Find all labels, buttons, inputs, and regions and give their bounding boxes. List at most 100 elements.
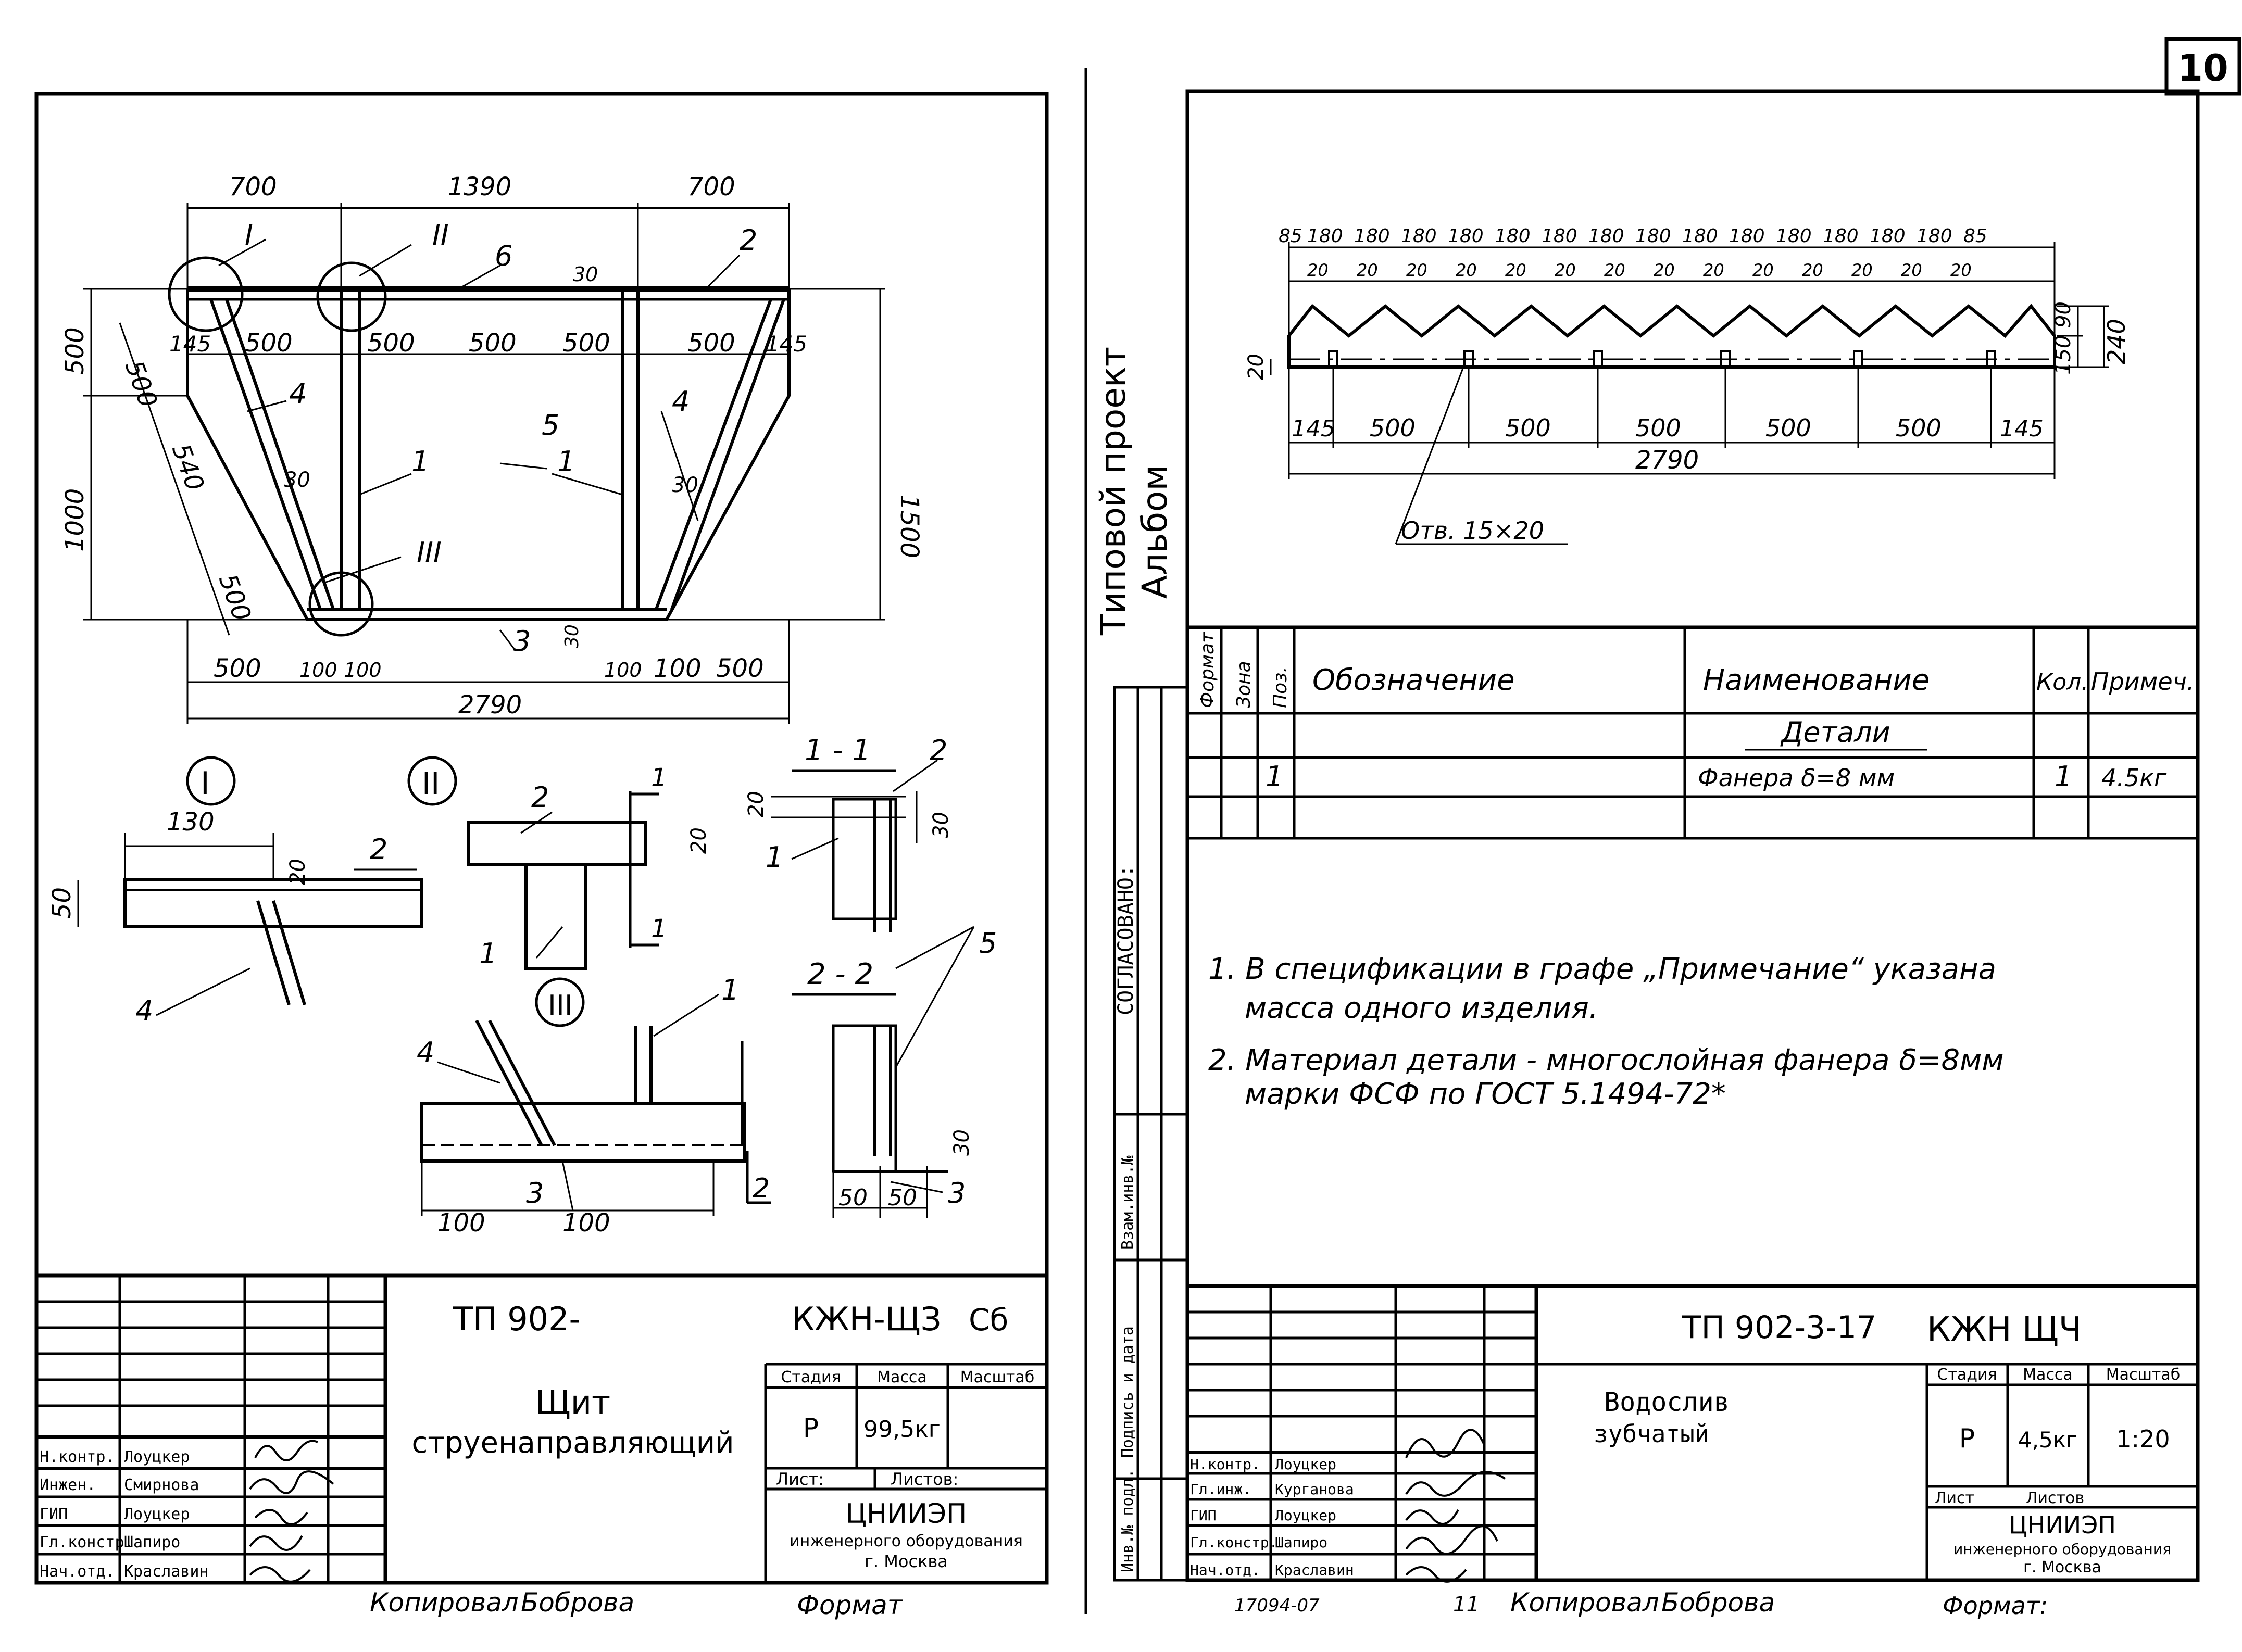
pos-1-right: 1 [557,445,575,478]
dim-inner-500-2: 500 [367,329,415,358]
node-label-I: I [245,219,253,251]
left-sheet-label: Лист: [776,1469,824,1489]
detail-II-cut-bottom: 1 [651,914,667,943]
dim-30-bottom: 30 [561,624,583,648]
profile-tooth-10: 20 [1802,260,1823,280]
note-2-line-2: марки ФСФ по ГОСТ 5.1494-72* [1245,1077,1726,1111]
profile-tooth-7: 20 [1654,260,1675,280]
pos-6: 6 [495,239,512,272]
dim-total-2790: 2790 [458,690,522,720]
stamp-signature-date: Подпись и дата [1119,1326,1137,1458]
right-item-name-2: зубчатый [1594,1420,1709,1448]
profile-dim-top-4: 180 [1448,225,1484,247]
dim-30-diagonal: 30 [284,468,310,492]
left-mass: 99,5кг [863,1416,941,1443]
profile-tooth-13: 20 [1950,260,1972,280]
left-name-2: Лоуцкер [124,1505,190,1523]
section-2-2-title: 2 - 2 [807,957,873,991]
dim-bottom-100-3: 100 [604,659,642,682]
profile-dim-top-7: 180 [1588,225,1624,247]
detail-I-pos-2: 2 [370,833,387,866]
detail-node-II: II 2 1 20 1 1 [407,756,711,970]
profile-tooth-9: 20 [1752,260,1774,280]
spec-header-format: Формат [1197,632,1218,708]
left-header-mass: Масса [877,1368,927,1386]
left-role-0: Н.контр. [40,1448,115,1466]
right-signatures [1405,1429,1506,1583]
dim-bottom-500-left: 500 [214,654,261,683]
dim-inner-145-left: 145 [169,331,211,357]
left-footer: Копировал Боброва Формат [370,1587,904,1620]
section-1-1-pos-2: 2 [930,734,947,767]
dim-inner-500-3: 500 [469,329,517,358]
detail-I-dim-130: 130 [167,808,215,837]
dim-left-500: 500 [60,327,90,375]
detail-node-I: I 130 50 20 2 4 [47,756,423,1027]
right-header-mass: Масса [2023,1366,2073,1384]
right-doc-mark: КЖН ЩЧ [1927,1310,2082,1349]
detail-node-III: III 4 1 3 100 100 [417,974,746,1238]
right-sheets-label: Листов [2026,1489,2084,1507]
note-1-line-1: 1. В спецификации в графе „Примечание“ у… [1208,952,1996,986]
right-header-scale: Масштаб [2106,1366,2181,1384]
profile-dim-top-15: 85 [1963,225,1987,247]
detail-I-label: I [201,765,210,802]
profile-dim-150: 150 [2051,335,2075,375]
spec-header-name: Наименование [1703,663,1930,697]
spec-row-pos: 1 [1266,760,1283,793]
left-role-3: Гл.констр. [40,1533,134,1552]
spec-section-details: Детали [1780,716,1890,749]
profile-tooth-3: 20 [1456,260,1477,280]
left-org-1: ЦНИИЭП [846,1498,967,1530]
section-2-2-dim-50-right: 50 [888,1184,917,1211]
profile-hole-label: Отв. 15×20 [1401,516,1544,545]
note-1-line-2: масса одного изделия. [1245,991,1598,1025]
profile-dim-top-14: 180 [1917,225,1952,247]
detail-III-label: III [548,989,573,1022]
stamp-inv-orig: Инв.№ подл. [1119,1469,1137,1572]
spec-row-qty: 1 [2055,760,2072,793]
detail-III-pos-3: 3 [526,1177,544,1209]
right-name-3: Шапиро [1275,1534,1327,1551]
left-footer-by: Боброва [521,1587,634,1618]
sheet-number: 10 [2177,47,2228,90]
section-2-2-dim-50-left: 50 [838,1184,868,1211]
profile-dim-20-left: 20 [1244,354,1268,380]
weir-profile [1270,242,2109,545]
right-role-2: ГИП [1190,1507,1217,1524]
section-1-1-dim-20: 20 [744,791,768,817]
pos-5: 5 [542,409,559,442]
right-footer-by: Боброва [1661,1587,1775,1618]
spec-header-zone: Зона [1233,661,1255,708]
right-footer-copied: Копировал [1510,1587,1659,1618]
profile-labels: 85 180 180 180 180 180 180 180 180 180 1… [1244,225,2131,545]
right-role-4: Нач.отд. [1190,1561,1260,1579]
right-footer: 17094-07 11 Копировал Боброва Формат: [1234,1587,2048,1620]
profile-dim-top-8: 180 [1635,225,1671,247]
profile-dim-top-2: 180 [1354,225,1390,247]
note-2-line-1: 2. Материал детали - многослойная фанера… [1208,1043,2004,1077]
dim-inner-145-right: 145 [766,331,807,357]
left-role-4: Нач.отд. [40,1562,115,1581]
profile-dim-90: 90 [2051,301,2075,328]
profile-holes-500-2: 500 [1505,414,1551,442]
detail-II-label: II [422,766,440,801]
dim-top-700-right: 700 [687,172,735,201]
detail-I-dim-50: 50 [47,887,77,919]
profile-dim-top-0: 85 [1279,225,1302,247]
profile-dim-top-13: 180 [1870,225,1906,247]
right-name-1: Курганова [1275,1481,1354,1498]
side-stamp-strip [1113,686,1189,1582]
dim-top-1390: 1390 [448,172,511,201]
right-stage: Р [1959,1423,1975,1454]
left-sheet: 700 1390 700 30 145 500 500 500 500 500 … [34,92,1049,1620]
left-footer-copied: Копировал [370,1587,519,1618]
dim-bottom-100-1: 100 [299,659,337,682]
profile-holes-500-5: 500 [1896,414,1942,442]
spec-row-name: Фанера δ=8 мм [1698,764,1895,792]
dim-left-1000: 1000 [60,488,90,552]
section-1-1-dim-30: 30 [929,812,953,838]
stamp-replacing-inv: Взам.инв.№ [1119,1155,1137,1250]
profile-dim-top-5: 180 [1495,225,1531,247]
right-footer-format: Формат: [1943,1592,2048,1620]
